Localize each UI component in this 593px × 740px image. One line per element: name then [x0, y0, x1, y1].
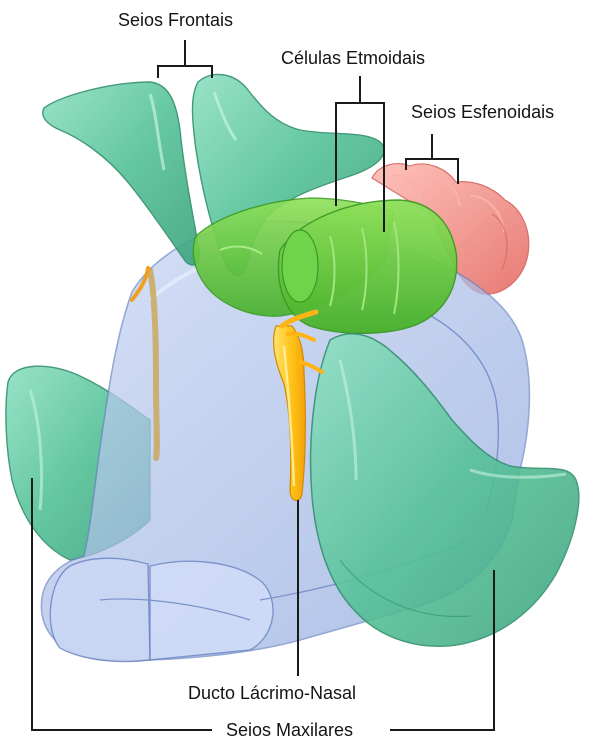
ethmoid-cells-label: Células Etmoidais — [281, 49, 425, 67]
sphenoid-sinuses-label: Seios Esfenoidais — [411, 103, 554, 121]
nasolacrimal-duct-label: Ducto Lácrimo-Nasal — [188, 684, 356, 702]
frontal-sinuses-label: Seios Frontais — [118, 11, 233, 29]
maxillary-sinuses-label: Seios Maxilares — [220, 721, 359, 739]
frontal-bracket — [158, 40, 212, 78]
